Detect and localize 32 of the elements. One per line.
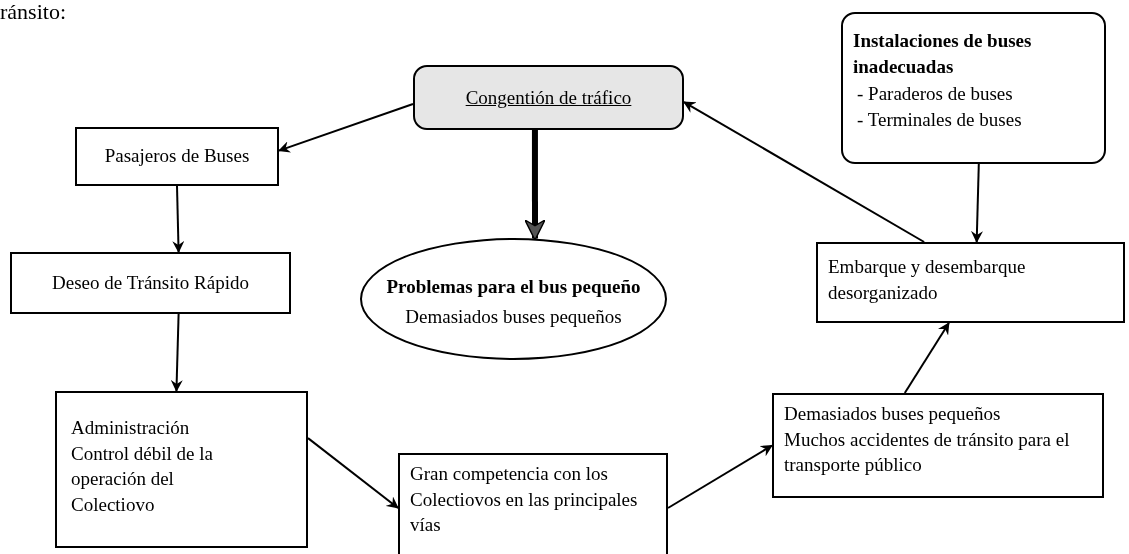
- node-title: Congentión de tráfico: [464, 86, 633, 110]
- process-box: [772, 393, 1104, 498]
- process-box: [10, 252, 291, 314]
- node-text: Pasajeros de Buses: [103, 144, 251, 168]
- node-heading: Instalaciones de buses inadecuadas: [853, 29, 1033, 79]
- thick-arrow: [524, 130, 546, 241]
- arrow: [278, 103, 414, 153]
- node-text: Control débil de la operación del Colectiovo: [71, 441, 214, 517]
- arrow: [903, 322, 950, 394]
- process-box: [816, 242, 1125, 323]
- list-item: - Terminales de buses: [856, 107, 1023, 132]
- list-item: - Paraderos de buses: [856, 82, 1014, 107]
- node-heading: Problemas para el bus pequeño: [385, 275, 642, 299]
- process-box: [55, 391, 308, 548]
- node-text: Demasiados buses pequeños: [784, 402, 1002, 426]
- page-text-fragment: ránsito:: [0, 0, 66, 25]
- rounded-box: [841, 12, 1106, 164]
- rounded-box: [413, 65, 684, 130]
- node-text: Muchos accidentes de tránsito para el transporte público: [784, 427, 1071, 478]
- node-text: Deseo de Tránsito Rápido: [51, 271, 250, 295]
- node-text: Administración: [71, 416, 191, 440]
- node-text: Demasiados buses pequeños: [404, 304, 623, 329]
- arrow: [683, 101, 926, 243]
- arrow: [172, 185, 185, 253]
- node-text: Embarque y desembarque desorganizado: [828, 255, 1027, 305]
- arrow: [307, 437, 399, 509]
- process-box: [75, 127, 279, 186]
- arrow: [971, 163, 983, 243]
- node-text: Gran competencia con los Colectiovos en las principales vías: [410, 462, 639, 538]
- arrow: [667, 444, 773, 509]
- process-box: [398, 453, 668, 554]
- arrow: [170, 313, 183, 392]
